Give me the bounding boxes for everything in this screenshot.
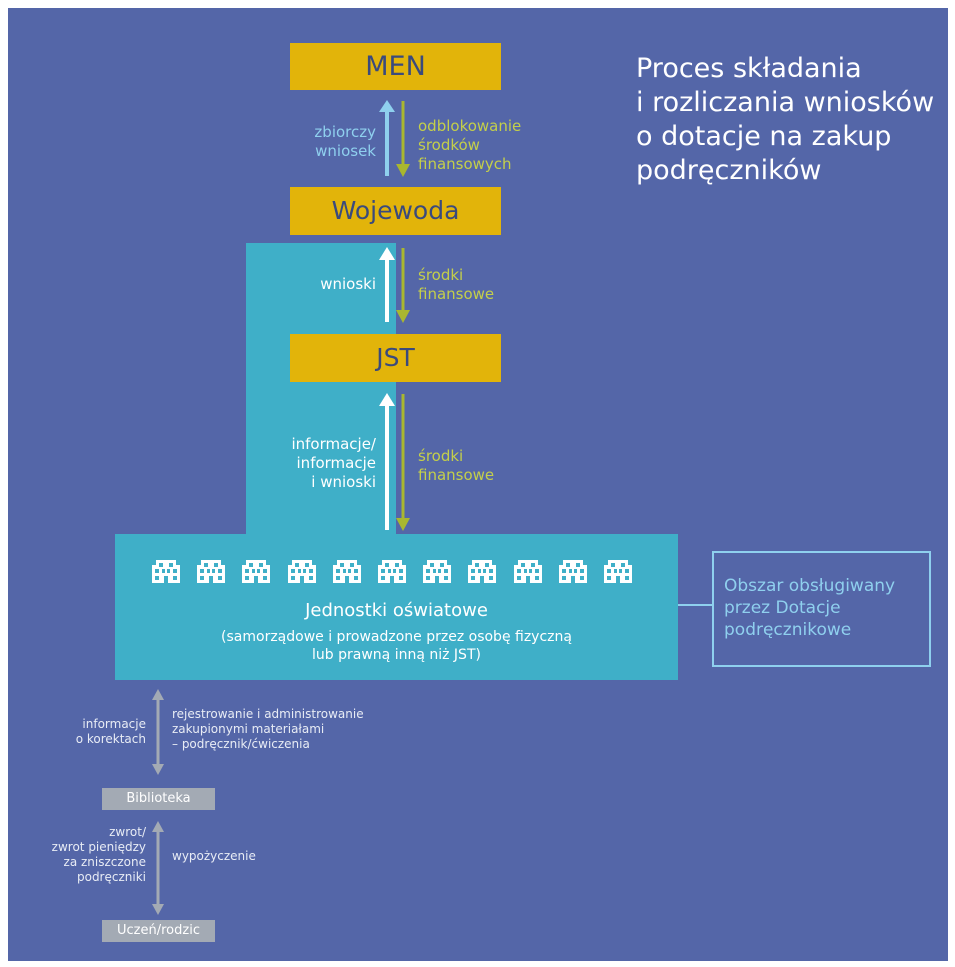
arrow-biblioteka-uczen <box>152 821 164 915</box>
label-line: finansowe <box>418 285 495 303</box>
school-building-icon <box>332 560 361 583</box>
legend-line: przez Dotacje <box>724 598 841 618</box>
label-line: rejestrowanie i administrowanie <box>172 707 364 721</box>
arrow-jst-units-down <box>396 394 410 531</box>
school-building-icon <box>242 560 271 583</box>
label-line: finansowych <box>418 155 512 173</box>
school-buildings-row <box>150 555 640 585</box>
legend-line: Obszar obsługiwany <box>724 576 896 596</box>
label-informacje-o-korektach: informacje o korektach <box>60 717 146 747</box>
label-srodki-finansowe-2: środki finansowe <box>418 447 538 485</box>
jst-box: JST <box>290 334 501 382</box>
units-subtitle-line: (samorządowe i prowadzone przez osobę fi… <box>221 629 572 645</box>
label-line: zbiorczy <box>314 123 376 141</box>
label-line: informacje/ <box>291 435 376 453</box>
label-rejestrowanie: rejestrowanie i administrowanie zakupion… <box>172 707 412 752</box>
label-informacje-wnioski: informacje/ informacje i wnioski <box>262 435 376 492</box>
jst-label: JST <box>376 343 415 372</box>
label-line: zakupionymi materiałami <box>172 722 325 736</box>
label-line: wnioski <box>320 275 376 293</box>
school-building-icon <box>378 560 406 583</box>
school-building-icon <box>513 560 542 583</box>
label-line: odblokowanie <box>418 117 522 135</box>
units-title: Jednostki oświatowe <box>305 600 488 621</box>
school-building-icon <box>197 560 226 583</box>
label-wypozyczenie: wypożyczenie <box>172 849 292 864</box>
wojewoda-box: Wojewoda <box>290 187 501 235</box>
school-building-icon <box>287 560 316 583</box>
label-zbiorczy-wniosek: zbiorczy wniosek <box>280 123 376 161</box>
label-line: o korektach <box>75 732 146 746</box>
school-building-icon <box>423 560 452 583</box>
label-line: podręczniki <box>76 870 146 884</box>
label-line: wypożyczenie <box>172 849 256 863</box>
label-wnioski: wnioski <box>280 275 376 294</box>
label-line: – podręcznik/ćwiczenia <box>172 737 310 751</box>
uczen-rodzic-box: Uczeń/rodzic <box>102 920 215 942</box>
arrow-woj-jst-down <box>396 248 410 323</box>
units-subtitle-line: lub prawną inną niż JST) <box>312 647 481 663</box>
arrow-jst-units-up <box>379 393 395 530</box>
biblioteka-box: Biblioteka <box>102 788 215 810</box>
biblioteka-label: Biblioteka <box>126 791 191 806</box>
label-srodki-finansowe-1: środki finansowe <box>418 266 538 304</box>
diagram-title: Proces składania i rozliczania wniosków … <box>636 53 935 186</box>
legend-box: Obszar obsługiwany przez Dotacje podręcz… <box>712 551 931 667</box>
men-label: MEN <box>365 51 426 82</box>
uczen-rodzic-label: Uczeń/rodzic <box>117 923 200 938</box>
arrow-men-woj-down <box>396 101 410 177</box>
men-box: MEN <box>290 43 501 90</box>
label-line: za zniszczone <box>63 855 146 869</box>
label-zwrot: zwrot/ zwrot pieniędzy za zniszczone pod… <box>30 825 146 885</box>
school-building-icon <box>152 560 180 583</box>
units-subtitle: (samorządowe i prowadzone przez osobę fi… <box>115 628 678 664</box>
serviced-area-column <box>246 243 396 538</box>
label-line: środki <box>418 447 464 465</box>
label-line: i wnioski <box>311 473 376 491</box>
units-box <box>115 534 678 680</box>
label-odblokowanie: odblokowanie środków finansowych <box>418 117 558 174</box>
school-building-icon <box>558 560 587 583</box>
wojewoda-label: Wojewoda <box>331 196 460 225</box>
arrow-units-biblioteka <box>152 689 164 775</box>
legend-line: podręcznikowe <box>724 620 852 640</box>
label-line: środki <box>418 266 464 284</box>
school-building-icon <box>604 560 632 583</box>
label-line: zwrot/ <box>109 825 146 839</box>
label-line: informacje <box>296 454 376 472</box>
label-line: zwrot pieniędzy <box>51 840 146 854</box>
label-line: informacje <box>82 717 146 731</box>
school-building-icon <box>468 560 497 583</box>
arrow-woj-jst-up <box>379 247 395 322</box>
label-line: środków <box>418 136 480 154</box>
label-line: wniosek <box>315 142 376 160</box>
label-line: finansowe <box>418 466 495 484</box>
arrow-men-woj-up <box>379 100 395 176</box>
